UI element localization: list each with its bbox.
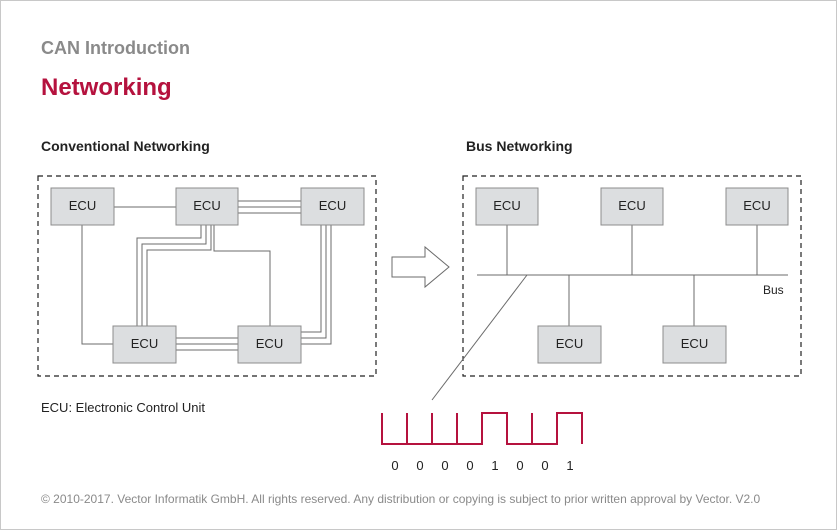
ecu-label: ECU <box>319 198 346 213</box>
signal-bit-label: 0 <box>416 458 423 473</box>
ecu-bus-top-2: ECU <box>600 187 664 226</box>
conventional-networking-heading: Conventional Networking <box>41 138 210 154</box>
ecu-label: ECU <box>556 336 583 351</box>
signal-bit-label: 1 <box>491 458 498 473</box>
ecu-bus-top-3: ECU <box>725 187 789 226</box>
ecu-conv-bottom-right: ECU <box>237 325 302 364</box>
ecu-label: ECU <box>256 336 283 351</box>
slide-kicker: CAN Introduction <box>41 38 190 58</box>
ecu-conv-top-left: ECU <box>50 187 115 226</box>
ecu-label: ECU <box>193 198 220 213</box>
ecu-conv-top-right: ECU <box>300 187 365 226</box>
signal-bit-label: 0 <box>516 458 523 473</box>
signal-bit-label: 0 <box>466 458 473 473</box>
ecu-bus-bottom-2: ECU <box>662 325 727 364</box>
ecu-label: ECU <box>131 336 158 351</box>
conventional-frame <box>37 175 377 377</box>
transition-arrow-icon <box>391 245 450 289</box>
bus-label: Bus <box>763 283 784 297</box>
signal-bit-label: 0 <box>391 458 398 473</box>
ecu-label: ECU <box>69 198 96 213</box>
copyright-footer: © 2010-2017. Vector Informatik GmbH. All… <box>41 492 761 506</box>
signal-bit-label: 0 <box>441 458 448 473</box>
bus-networking-heading: Bus Networking <box>466 138 573 154</box>
signal-bit-label: 1 <box>566 458 573 473</box>
ecu-legend: ECU: Electronic Control Unit <box>41 400 205 415</box>
ecu-label: ECU <box>743 198 770 213</box>
slide-title: Networking <box>41 74 172 101</box>
bus-frame <box>462 175 802 377</box>
ecu-conv-top-middle: ECU <box>175 187 239 226</box>
signal-waveform <box>381 412 583 445</box>
ecu-label: ECU <box>681 336 708 351</box>
conventional-wiring <box>81 200 332 351</box>
ecu-bus-bottom-1: ECU <box>537 325 602 364</box>
signal-bit-labels: 0 0 0 0 1 0 0 1 <box>391 458 573 473</box>
ecu-label: ECU <box>493 198 520 213</box>
bus-wiring <box>431 225 788 401</box>
signal-bit-label: 0 <box>541 458 548 473</box>
ecu-label: ECU <box>618 198 645 213</box>
ecu-bus-top-1: ECU <box>475 187 539 226</box>
ecu-conv-bottom-left: ECU <box>112 325 177 364</box>
